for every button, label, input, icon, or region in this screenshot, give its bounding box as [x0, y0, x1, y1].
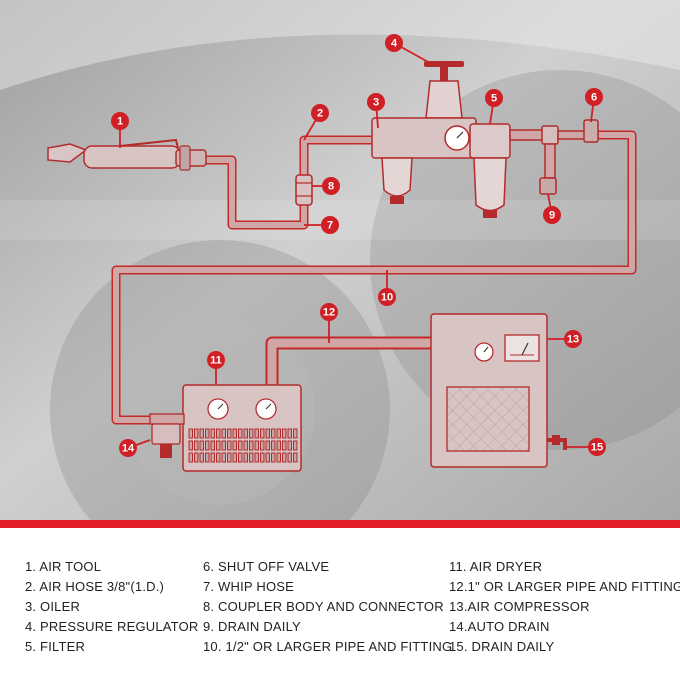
- callout-number: 14: [122, 443, 135, 455]
- callout-number: 13: [567, 334, 579, 346]
- legend-item: 1. AIR TOOL: [25, 557, 199, 577]
- callout-number: 10: [381, 292, 393, 304]
- legend-item: 13.AIR COMPRESSOR: [449, 597, 680, 617]
- legend-column-1: 1. AIR TOOL 2. AIR HOSE 3/8"(1.D.) 3. OI…: [25, 557, 199, 657]
- air-compressor: [431, 314, 565, 467]
- callout-number: 12: [323, 307, 335, 319]
- callout-number: 6: [591, 92, 597, 104]
- callout-number: 8: [328, 181, 334, 193]
- legend-column-3: 11. AIR DRYER 12.1" OR LARGER PIPE AND F…: [449, 557, 680, 657]
- legend-item: 15. DRAIN DAILY: [449, 637, 680, 657]
- callout-number: 3: [373, 97, 379, 109]
- legend-item: 7. WHIP HOSE: [203, 577, 452, 597]
- legend-item: 2. AIR HOSE 3/8"(1.D.): [25, 577, 199, 597]
- legend-column-2: 6. SHUT OFF VALVE 7. WHIP HOSE 8. COUPLE…: [203, 557, 452, 657]
- legend-item: 3. OILER: [25, 597, 199, 617]
- legend-item: 8. COUPLER BODY AND CONNECTOR: [203, 597, 452, 617]
- callout-number: 5: [491, 93, 497, 105]
- callout-number: 2: [317, 108, 323, 120]
- callout-number: 4: [391, 38, 398, 50]
- coupler-body-and-connector: [296, 175, 312, 205]
- accent-divider: [0, 520, 680, 528]
- legend-item: 11. AIR DRYER: [449, 557, 680, 577]
- legend-item: 9. DRAIN DAILY: [203, 617, 452, 637]
- legend-item: 10. 1/2" OR LARGER PIPE AND FITTING: [203, 637, 452, 657]
- legend-item: 6. SHUT OFF VALVE: [203, 557, 452, 577]
- callout-number: 11: [210, 355, 222, 367]
- background-car-photo: [0, 0, 680, 527]
- legend-item: 14.AUTO DRAIN: [449, 617, 680, 637]
- legend-item: 5. FILTER: [25, 637, 199, 657]
- callout-number: 9: [549, 210, 555, 222]
- legend-item: 12.1" OR LARGER PIPE AND FITTING: [449, 577, 680, 597]
- callout-number: 15: [591, 442, 603, 454]
- legend: 1. AIR TOOL 2. AIR HOSE 3/8"(1.D.) 3. OI…: [0, 533, 680, 680]
- legend-item: 4. PRESSURE REGULATOR: [25, 617, 199, 637]
- callout-number: 7: [327, 220, 333, 232]
- callout-number: 1: [117, 116, 123, 128]
